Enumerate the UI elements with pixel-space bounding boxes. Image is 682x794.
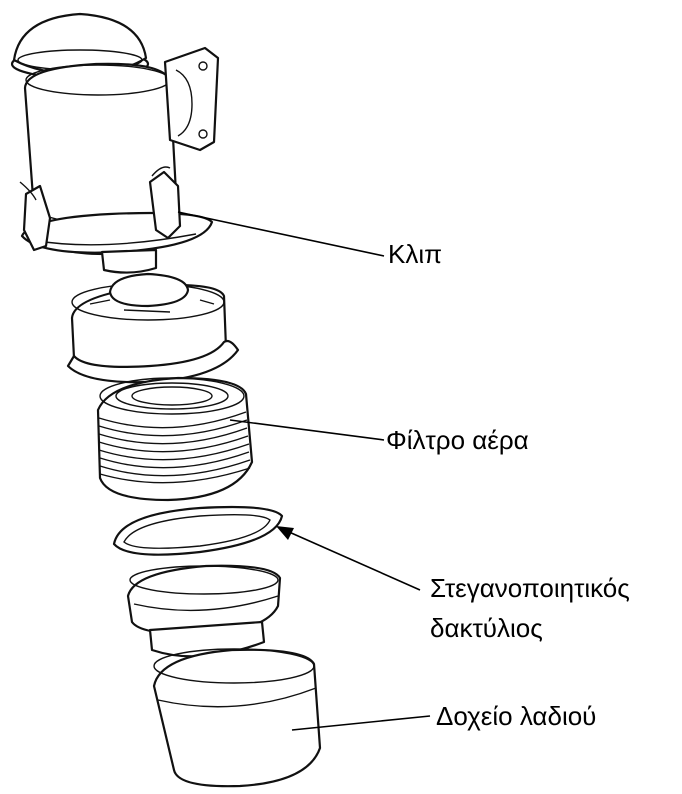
label-clip: Κλιπ [388, 239, 443, 269]
lower-cup [126, 564, 282, 658]
arrowhead-sealing-ring [276, 526, 294, 540]
leader-air-filter [229, 419, 385, 441]
oil-container [152, 648, 322, 788]
label-air-filter: Φίλτρο αέρα [386, 425, 529, 455]
leader-sealing-ring [279, 527, 421, 591]
label-sealing-ring-line2: δακτύλιος [430, 613, 543, 643]
air-filter-element [96, 376, 254, 502]
label-sealing-ring-line1: Στεγανοποιητικός [430, 573, 630, 603]
pre-filter [66, 272, 240, 384]
sealing-ring [112, 505, 284, 556]
main-housing [19, 46, 220, 274]
leader-clip [177, 211, 385, 257]
leader-oil-container [291, 715, 431, 731]
label-oil-container: Δοχείο λαδιού [436, 701, 597, 731]
